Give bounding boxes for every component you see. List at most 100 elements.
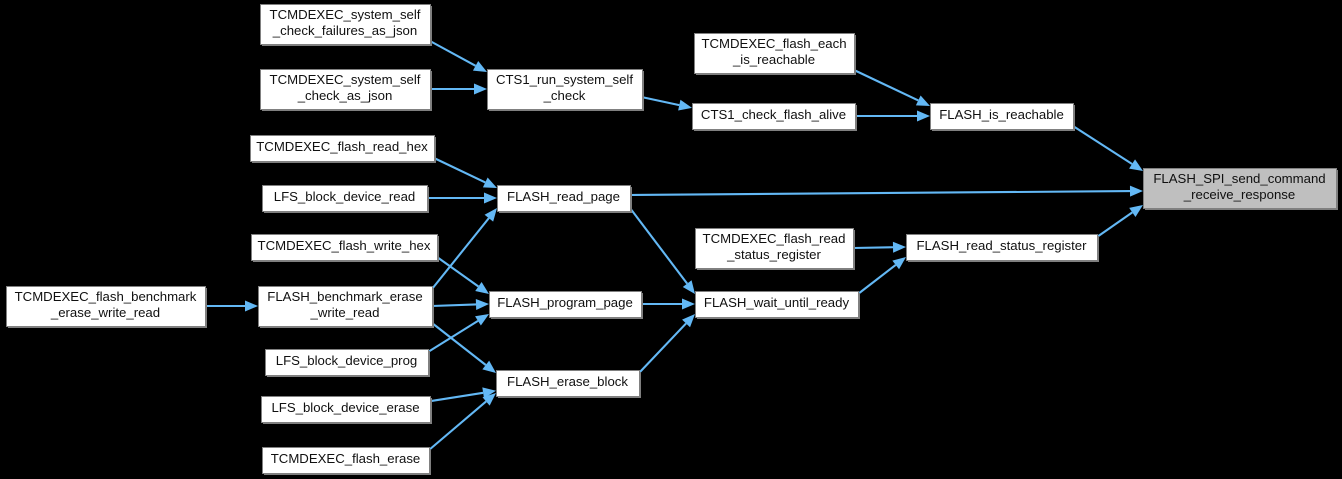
graph-node-flash_program_page[interactable]: FLASH_program_page [489, 291, 644, 320]
graph-node-flash_is_reachable[interactable]: FLASH_is_reachable [930, 103, 1076, 132]
node-box[interactable] [6, 286, 206, 327]
node-label: FLASH_SPI_send_command_receive_response [1153, 171, 1325, 202]
node-box[interactable] [260, 69, 431, 110]
node-label: TCMDEXEC_flash_each_is_reachable [701, 36, 846, 67]
node-box[interactable] [695, 228, 854, 269]
node-box[interactable] [692, 103, 856, 130]
node-label-line: _status_register [726, 247, 821, 262]
node-box[interactable] [694, 33, 855, 74]
node-label-line: FLASH_wait_until_ready [704, 295, 850, 310]
edge-flash_wait_until_ready-to-flash_read_status_register [857, 257, 906, 295]
node-label-line: CTS1_check_flash_alive [701, 107, 846, 122]
node-label: TCMDEXEC_flash_read_hex [256, 139, 428, 154]
graph-node-flash_wait_until_ready[interactable]: FLASH_wait_until_ready [695, 291, 861, 320]
edge-tcmdexec_flash_read_hex-to-flash_read_page [433, 157, 497, 188]
graph-node-flash_spi_send_command_receive_response[interactable]: FLASH_SPI_send_command_receive_response [1143, 168, 1339, 211]
node-label-line: TCMDEXEC_flash_read_hex [256, 139, 428, 154]
node-label-line: _erase_write_read [50, 305, 160, 320]
edge-flash_read_page-to-flash_wait_until_ready [629, 207, 695, 294]
node-box[interactable] [251, 234, 438, 261]
graph-node-tcmdexec_flash_write_hex[interactable]: TCMDEXEC_flash_write_hex [251, 234, 440, 263]
edge-lfs_block_device_read-to-flash_read_page [427, 192, 497, 204]
node-label-line: TCMDEXEC_system_self [270, 7, 421, 22]
edge-flash_benchmark_erase_write_read-to-flash_read_page [431, 208, 497, 290]
node-box[interactable] [496, 370, 640, 397]
node-label-line: _receive_response [1183, 187, 1295, 202]
edge-lfs_block_device_erase-to-flash_erase_block [429, 387, 496, 403]
node-label: TCMDEXEC_flash_write_hex [258, 238, 431, 253]
node-box[interactable] [1143, 168, 1337, 209]
node-label: TCMDEXEC_flash_erase [271, 451, 421, 466]
node-box[interactable] [261, 396, 431, 423]
node-label: FLASH_read_page [507, 189, 620, 204]
graph-node-tcmdexec_flash_read_status_register[interactable]: TCMDEXEC_flash_read_status_register [695, 228, 856, 271]
edge-tcmdexec_flash_erase-to-flash_erase_block [428, 393, 496, 451]
graph-node-flash_read_status_register[interactable]: FLASH_read_status_register [906, 234, 1100, 263]
edge-flash_benchmark_erase_write_read-to-flash_erase_block [431, 322, 496, 373]
graph-node-tcmdexec_flash_read_hex[interactable]: TCMDEXEC_flash_read_hex [250, 135, 437, 164]
node-box[interactable] [258, 286, 433, 327]
edge-cts1_run_system_self_check-to-cts1_check_flash_alive [641, 96, 692, 111]
node-label-line: FLASH_erase_block [507, 374, 628, 389]
node-box[interactable] [265, 349, 429, 376]
node-label-line: LFS_block_device_prog [276, 353, 418, 368]
node-label-line: FLASH_read_status_register [916, 238, 1087, 253]
node-label: FLASH_wait_until_ready [704, 295, 850, 310]
node-box[interactable] [497, 185, 631, 212]
node-label: TCMDEXEC_system_self_check_as_json [270, 72, 421, 103]
node-label-line: FLASH_is_reachable [939, 107, 1064, 122]
node-box[interactable] [906, 234, 1098, 261]
edge-tcmdexec_system_self_check_as_json-to-cts1_run_system_self_check [430, 83, 487, 95]
graph-node-flash_erase_block[interactable]: FLASH_erase_block [496, 370, 642, 399]
graph-node-cts1_run_system_self_check[interactable]: CTS1_run_system_self_check [487, 69, 645, 112]
graph-node-tcmdexec_flash_erase[interactable]: TCMDEXEC_flash_erase [262, 447, 432, 476]
node-label-line: CTS1_run_system_self [496, 72, 633, 87]
node-label-line: _check_failures_as_json [272, 23, 417, 38]
node-label: LFS_block_device_read [274, 189, 416, 204]
node-label: FLASH_benchmark_erase_write_read [267, 289, 422, 320]
node-box[interactable] [250, 135, 435, 162]
graph-node-flash_benchmark_erase_write_read[interactable]: FLASH_benchmark_erase_write_read [258, 286, 435, 329]
node-label-line: _is_reachable [732, 52, 815, 67]
node-box[interactable] [487, 69, 643, 110]
graph-node-tcmdexec_system_self_check_failures_as_json[interactable]: TCMDEXEC_system_self_check_failures_as_j… [260, 4, 433, 47]
node-label: FLASH_program_page [497, 295, 633, 310]
node-label: LFS_block_device_prog [276, 353, 418, 368]
edge-tcmdexec_flash_read_status_register-to-flash_read_status_register [852, 241, 906, 253]
node-box[interactable] [489, 291, 642, 318]
edge-tcmdexec_flash_benchmark_erase_write_read-to-flash_benchmark_erase_write_read [205, 300, 258, 312]
graph-node-tcmdexec_system_self_check_as_json[interactable]: TCMDEXEC_system_self_check_as_json [260, 69, 433, 112]
graph-node-tcmdexec_flash_benchmark_erase_write_read[interactable]: TCMDEXEC_flash_benchmark_erase_write_rea… [6, 286, 208, 329]
node-label-line: LFS_block_device_read [274, 189, 416, 204]
graph-node-flash_read_page[interactable]: FLASH_read_page [497, 185, 633, 214]
node-label: TCMDEXEC_flash_read_status_register [703, 231, 846, 262]
node-label-line: TCMDEXEC_system_self [270, 72, 421, 87]
node-box[interactable] [260, 4, 431, 45]
node-label-line: LFS_block_device_erase [271, 400, 419, 415]
node-label-line: FLASH_program_page [497, 295, 633, 310]
node-box[interactable] [930, 103, 1074, 130]
node-label-line: TCMDEXEC_flash_write_hex [258, 238, 431, 253]
edge-flash_program_page-to-flash_wait_until_ready [641, 298, 695, 310]
edges-layer [205, 40, 1143, 451]
edge-tcmdexec_system_self_check_failures_as_json-to-cts1_run_system_self_check [429, 40, 487, 72]
graph-node-cts1_check_flash_alive[interactable]: CTS1_check_flash_alive [692, 103, 858, 132]
graph-node-tcmdexec_flash_each_is_reachable[interactable]: TCMDEXEC_flash_each_is_reachable [694, 33, 857, 76]
node-label: CTS1_check_flash_alive [701, 107, 846, 122]
node-box[interactable] [262, 185, 428, 212]
node-box[interactable] [695, 291, 859, 318]
node-label-line: TCMDEXEC_flash_read [703, 231, 846, 246]
edge-flash_benchmark_erase_write_read-to-flash_program_page [431, 298, 489, 310]
node-label-line: TCMDEXEC_flash_erase [271, 451, 421, 466]
node-label-line: _check_as_json [297, 88, 393, 103]
edge-tcmdexec_flash_each_is_reachable-to-flash_is_reachable [853, 69, 930, 106]
graph-node-lfs_block_device_read[interactable]: LFS_block_device_read [262, 185, 430, 214]
graph-node-lfs_block_device_prog[interactable]: LFS_block_device_prog [265, 349, 431, 378]
edge-lfs_block_device_prog-to-flash_program_page [427, 314, 489, 353]
node-label-line: _write_read [310, 305, 380, 320]
node-label-line: FLASH_SPI_send_command [1153, 171, 1325, 186]
node-box[interactable] [262, 447, 430, 474]
graph-node-lfs_block_device_erase[interactable]: LFS_block_device_erase [261, 396, 433, 425]
